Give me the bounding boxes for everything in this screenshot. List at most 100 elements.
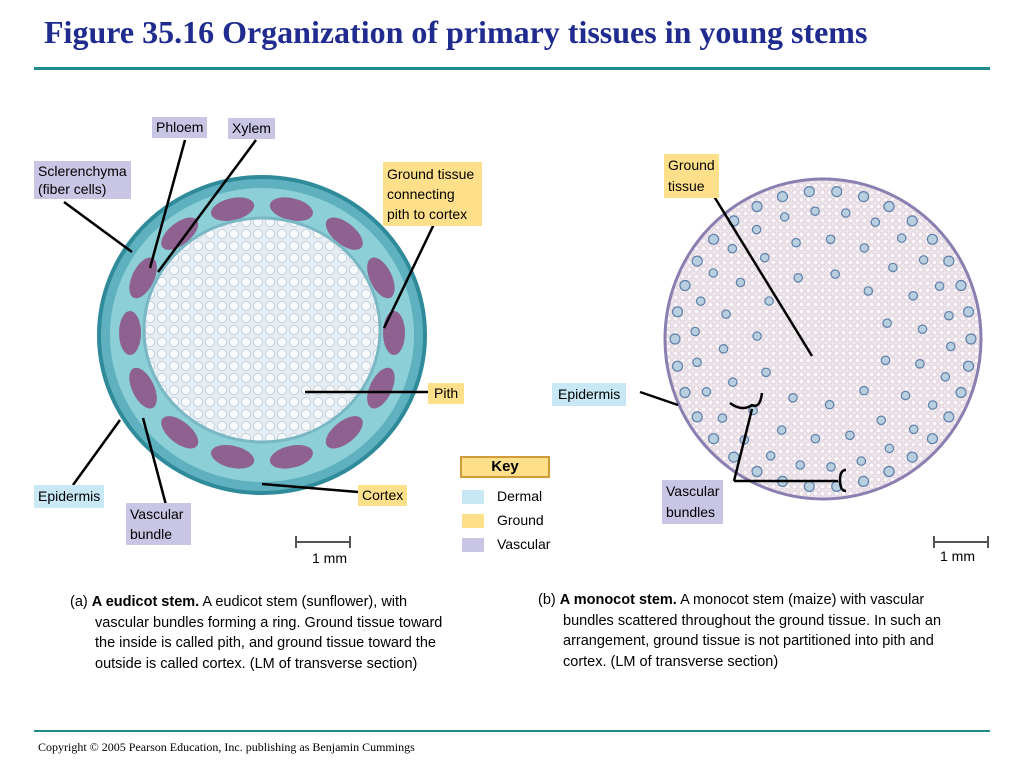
vascular-bundle (751, 200, 763, 213)
vascular-bundle (795, 460, 805, 470)
vascular-bundle (129, 367, 157, 409)
vascular-bundle (761, 367, 771, 378)
vascular-bundle (870, 217, 881, 227)
vascular-bundle (671, 306, 684, 318)
key-title: Key (460, 456, 550, 478)
vascular-bundle (695, 296, 706, 306)
vascular-bundle (876, 415, 886, 426)
vascular-bundle (943, 411, 955, 423)
vascular-bundle (962, 306, 975, 318)
title-rule (34, 67, 990, 70)
vascular-bundle (896, 233, 907, 243)
sclerenchyma-label: Sclerenchyma (fiber cells) (34, 161, 131, 199)
vascular-bundle (728, 451, 740, 463)
vascular-bundle (900, 390, 911, 401)
vascular-bundle (943, 255, 955, 267)
vascular-bundle (926, 433, 939, 445)
vascular-bundle (857, 475, 870, 487)
vascular-bundle (863, 286, 874, 296)
vascular-bundle (826, 461, 836, 472)
vascular-bundle (727, 377, 738, 387)
vascular-bundle (764, 296, 774, 306)
vascular-bundle (788, 392, 798, 403)
vascular-bundle (701, 386, 712, 397)
copyright-notice: Copyright © 2005 Pearson Education, Inc.… (38, 740, 415, 754)
ground-tissue-connecting-label: Ground tissue connecting pith to cortex (383, 162, 483, 226)
vascular-bundle (908, 424, 919, 435)
scale-label-a: 1 mm (312, 550, 347, 566)
vascular-bundle-label: Vascular bundle (126, 503, 192, 545)
vascular-bundle (692, 357, 702, 368)
vascular-bundle (883, 200, 895, 213)
caption-b: (b) A monocot stem. A monocot stem (maiz… (538, 592, 942, 670)
vascular-bundle (906, 215, 918, 227)
vascular-bundle (831, 186, 843, 198)
footer-rule (34, 730, 990, 732)
vascular-bundle (884, 443, 895, 454)
vascular-bundle (908, 290, 918, 301)
vascular-bundle (883, 465, 895, 478)
key-swatch-ground (462, 514, 484, 528)
vascular-bundle (161, 416, 199, 449)
figure-title: Figure 35.16 Organization of primary tis… (44, 14, 868, 50)
vascular-bundle (965, 333, 977, 345)
key-label-vascular: Vascular (497, 536, 551, 552)
scattered-vascular-bundles (669, 186, 977, 492)
xylem-label: Xylem (228, 118, 275, 139)
vascular-bundle (856, 456, 867, 466)
leader-lines-a (63, 139, 437, 506)
vascular-bundle (955, 386, 967, 399)
vascular-bundle (859, 385, 869, 396)
vascular-bundle (915, 358, 925, 369)
vascular-bundles-label: Vascular bundles (662, 480, 724, 524)
vascular-bundle (857, 191, 870, 203)
vascular-bundle (691, 255, 703, 267)
vascular-bundle (325, 217, 363, 250)
vascular-bundle (751, 465, 763, 478)
monocot-stem-section (663, 177, 983, 501)
vascular-bundle (691, 411, 703, 423)
vascular-bundle (718, 343, 729, 354)
vascular-bundle (917, 324, 928, 334)
epidermis-label-b: Epidermis (552, 383, 627, 406)
vascular-bundle (859, 243, 870, 253)
vascular-bundle (840, 208, 851, 218)
vascular-bundle (824, 399, 835, 410)
vascular-bundle (727, 243, 738, 254)
cortex-label: Cortex (358, 485, 408, 506)
scale-label-b: 1 mm (940, 548, 975, 564)
vascular-bundle (906, 451, 918, 463)
vascular-bundle (669, 333, 681, 345)
key-label-ground: Ground (497, 512, 544, 528)
vascular-bundle (211, 197, 255, 221)
vascular-bundle (717, 413, 728, 423)
vascular-bundle (825, 234, 836, 245)
vascular-bundle (367, 367, 395, 409)
eudicot-stem-section (97, 175, 427, 495)
vascular-bundle (671, 360, 684, 372)
vascular-bundle (776, 191, 789, 203)
key-label-dermal: Dermal (497, 488, 543, 504)
vascular-bundle (791, 237, 801, 248)
vascular-bundle (940, 371, 951, 382)
vascular-bundle (119, 311, 141, 355)
vascular-bundle (926, 233, 939, 245)
vascular-bundle (752, 331, 762, 341)
vascular-bundle (776, 425, 787, 435)
vascular-bundle (810, 206, 820, 216)
vascular-bundle (888, 262, 898, 273)
vascular-bundle (707, 433, 720, 445)
key-swatch-dermal (462, 490, 484, 504)
vascular-bundle (955, 279, 967, 292)
vascular-bundle (803, 186, 815, 198)
vascular-bundle (765, 450, 776, 461)
vascular-bundle (679, 279, 691, 292)
vascular-bundle-ring (119, 197, 405, 469)
key-swatch-vascular (462, 538, 484, 552)
vascular-bundle (735, 277, 746, 288)
vascular-bundle (830, 269, 840, 279)
vascular-bundle (690, 326, 700, 337)
vascular-bundle (880, 355, 891, 366)
vascular-bundle (779, 212, 790, 222)
